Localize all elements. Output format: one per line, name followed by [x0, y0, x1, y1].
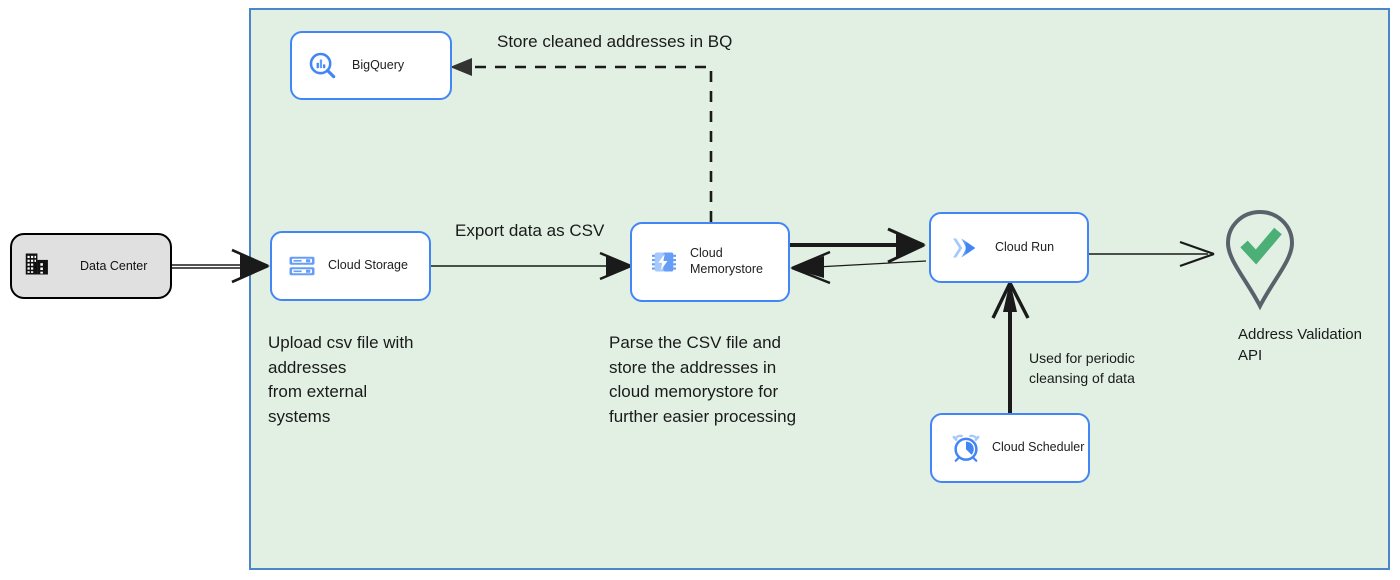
address-validation-pin[interactable] — [1218, 207, 1302, 311]
node-cloud-memorystore[interactable]: Cloud Memorystore — [630, 222, 790, 302]
cloud-run-icon — [941, 233, 989, 263]
bigquery-icon — [300, 50, 346, 82]
cloud-storage-icon — [280, 251, 324, 281]
node-cloud-run[interactable]: Cloud Run — [929, 212, 1089, 283]
node-data-center[interactable]: Data Center — [10, 233, 172, 299]
cloud-scheduler-icon — [944, 433, 988, 463]
node-cloud-storage[interactable]: Cloud Storage — [270, 231, 431, 301]
cloud-memorystore-icon — [642, 247, 686, 277]
data-center-icon — [24, 250, 70, 283]
edge-label-store-cleaned: Store cleaned addresses in BQ — [497, 32, 733, 51]
node-bigquery[interactable]: BigQuery — [290, 31, 452, 100]
edge-label-export-csv: Export data as CSV — [455, 221, 605, 240]
edge-label-scheduler-note: Used for periodic cleansing of data — [1029, 350, 1135, 386]
node-label-cloud-memorystore: Cloud Memorystore — [690, 246, 763, 276]
annotation-parse-csv: Parse the CSV file and store the address… — [609, 333, 797, 426]
node-cloud-scheduler[interactable]: Cloud Scheduler — [930, 413, 1090, 483]
node-label-cloud-scheduler: Cloud Scheduler — [992, 440, 1085, 455]
node-label-data-center: Data Center — [80, 259, 148, 273]
address-validation-api-label: Address Validation API — [1238, 326, 1362, 364]
annotation-upload-csv: Upload csv file with addresses from exte… — [268, 333, 414, 426]
gcp-group-panel — [249, 8, 1390, 570]
node-label-cloud-run: Cloud Run — [995, 239, 1055, 254]
node-label-bigquery: BigQuery — [352, 57, 405, 72]
node-label-cloud-storage: Cloud Storage — [328, 258, 408, 273]
